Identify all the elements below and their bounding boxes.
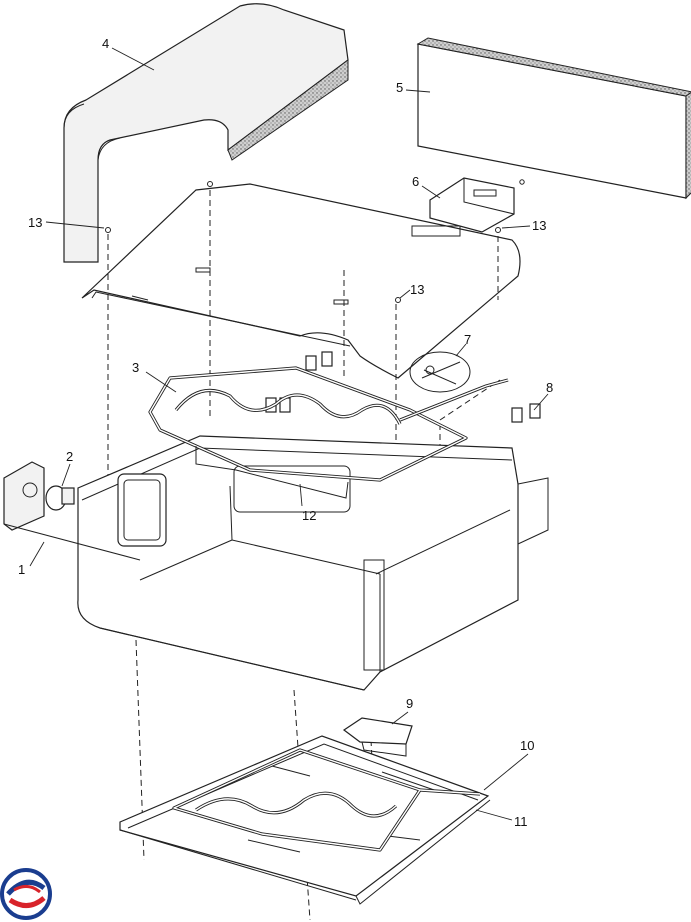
part-6-bracket [429,177,515,233]
callout-1: 1 [18,562,25,577]
callout-13-right: 13 [532,218,546,233]
callout-2: 2 [66,449,73,464]
part-7-connector [409,351,471,393]
callout-6: 6 [412,174,419,189]
part-4-outer-wrap [63,3,349,263]
part-3-upper-element [148,366,509,482]
callout-11: 11 [514,814,528,829]
oven-top-panel [81,183,521,379]
part-1-lamp-housing [3,461,141,561]
callout-9: 9 [406,696,413,711]
callout-labels: 1 2 3 4 5 6 7 8 9 10 11 12 13 13 13 [18,36,553,829]
callout-10: 10 [520,738,534,753]
screws-13 [105,179,525,303]
callout-4: 4 [102,36,109,51]
part-12-rod [195,446,349,499]
callout-5: 5 [396,80,403,95]
callout-13-left: 13 [28,215,42,230]
callout-13-center: 13 [410,282,424,297]
part-9-bracket [342,717,413,757]
oven-cavity [77,435,549,691]
part-10-lower-element [172,748,481,852]
part-2-lamp [45,485,75,511]
callout-8: 8 [546,380,553,395]
part-5-back-panel [416,37,691,200]
callout-3: 3 [132,360,139,375]
part-11-bottom-tray [119,735,491,905]
callout-12: 12 [302,508,316,523]
callout-7: 7 [464,332,471,347]
brand-swirl-logo-icon [0,868,52,920]
leader-lines [29,47,549,821]
